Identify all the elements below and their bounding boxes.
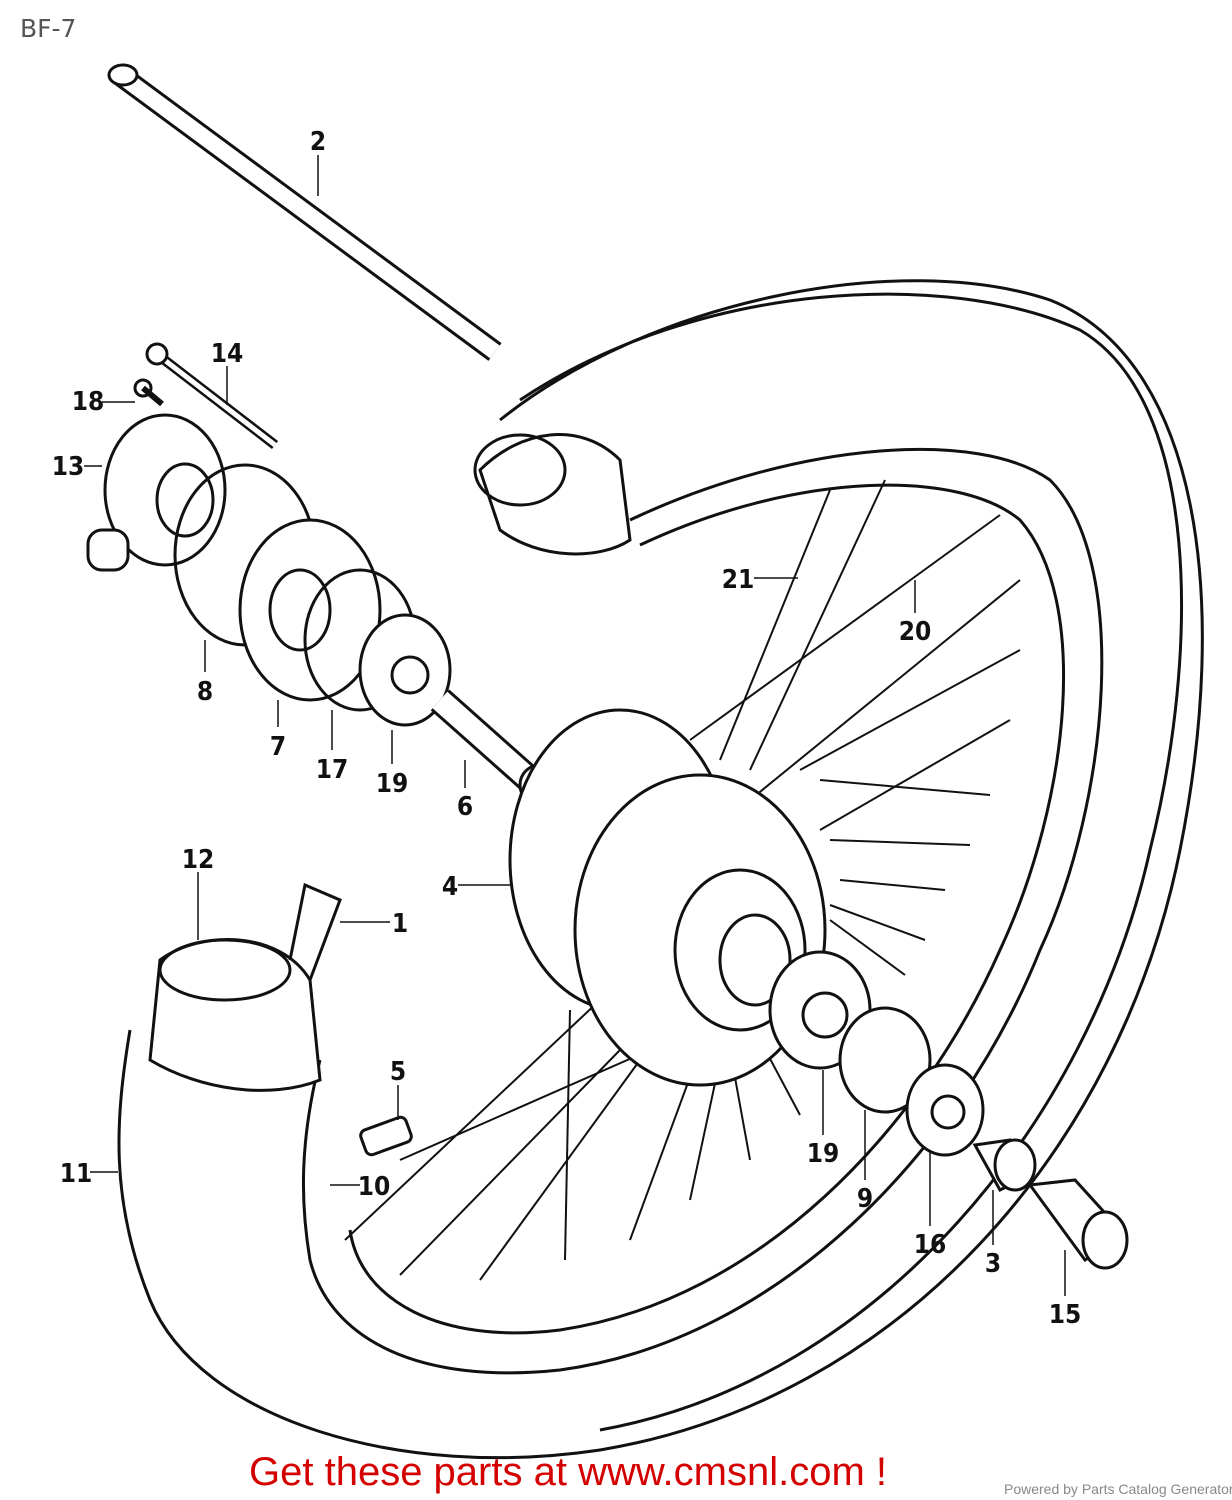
callout-7: 7 xyxy=(270,732,286,762)
callout-13: 13 xyxy=(52,452,85,482)
callout-14: 14 xyxy=(211,339,244,369)
axle-part xyxy=(107,63,502,361)
callout-21: 21 xyxy=(722,565,755,595)
right-side-parts xyxy=(359,950,1129,1270)
callout-8: 8 xyxy=(197,677,213,707)
bolt-parts xyxy=(133,342,279,449)
hub-cover-parts xyxy=(86,413,562,807)
callout-18: 18 xyxy=(72,387,105,417)
diagram-code: BF-7 xyxy=(20,14,77,43)
callout-11: 11 xyxy=(60,1159,93,1189)
callout-5: 5 xyxy=(390,1057,406,1087)
callout-12: 12 xyxy=(182,845,215,875)
callout-19: 19 xyxy=(376,769,409,799)
callout-15: 15 xyxy=(1049,1300,1082,1330)
callout-17: 17 xyxy=(316,755,349,785)
cmsnl-link[interactable]: Get these parts at www.cmsnl.com ! xyxy=(249,1450,887,1494)
callout-4: 4 xyxy=(442,872,458,902)
callout-19-right: 19 xyxy=(807,1139,840,1169)
callout-16: 16 xyxy=(914,1230,947,1260)
callout-6: 6 xyxy=(457,792,473,822)
callout-3: 3 xyxy=(985,1249,1001,1279)
leader-lines xyxy=(84,155,1066,1296)
callout-9: 9 xyxy=(857,1184,873,1214)
callout-2: 2 xyxy=(310,127,326,157)
callout-1: 1 xyxy=(392,909,408,939)
callout-10: 10 xyxy=(358,1172,391,1202)
callout-20: 20 xyxy=(899,617,932,647)
powered-by-text: Powered by Parts Catalog Generator xyxy=(1004,1481,1232,1497)
tire-part xyxy=(117,279,1204,1460)
